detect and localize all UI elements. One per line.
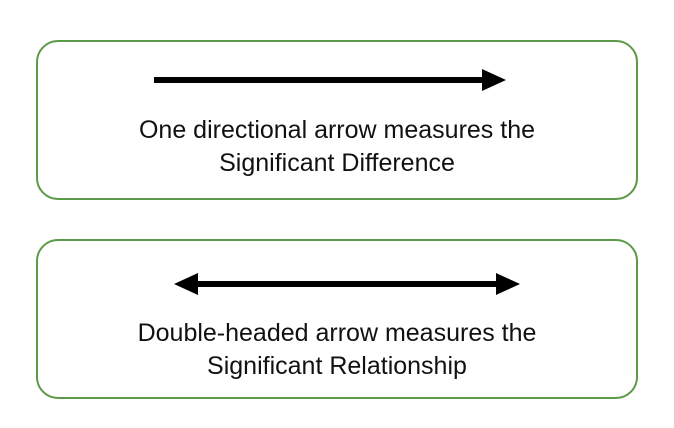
right-arrow-icon xyxy=(154,69,506,91)
caption-line-1: One directional arrow measures the xyxy=(138,116,536,144)
double-headed-caption: Double-headed arrow measures the Signifi… xyxy=(38,317,636,383)
one-directional-arrow-panel: One directional arrow measures the Signi… xyxy=(36,40,638,200)
one-directional-caption: One directional arrow measures the Signi… xyxy=(38,114,636,180)
double-headed-arrow-icon xyxy=(174,273,520,295)
caption-line-2: Significant Relationship xyxy=(207,352,467,380)
caption-line-1: Double-headed arrow measures the xyxy=(137,319,537,347)
double-headed-arrow-panel: Double-headed arrow measures the Signifi… xyxy=(36,239,638,399)
caption-line-2: Significant Difference xyxy=(219,149,455,177)
